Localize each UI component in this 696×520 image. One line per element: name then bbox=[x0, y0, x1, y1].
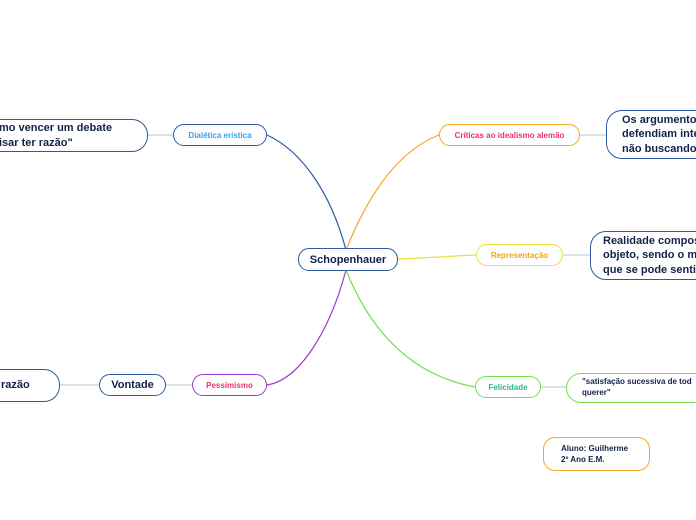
subtopic-felicidade-line2: querer" bbox=[582, 388, 611, 397]
subtopic-vontade[interactable]: Vontade bbox=[99, 374, 166, 396]
subtopic-dialetica-line2: isar ter razão" bbox=[0, 136, 73, 149]
subtopic-representacao-line1: Realidade compost bbox=[603, 235, 696, 248]
topic-representacao-label: Representação bbox=[490, 250, 549, 260]
topic-pessimismo[interactable]: Pessimismo bbox=[192, 374, 267, 396]
link-felicidade bbox=[345, 269, 476, 388]
subtopic-representacao-line2: objeto, sendo o mu bbox=[603, 249, 696, 262]
topic-felicidade[interactable]: Felicidade bbox=[475, 376, 541, 398]
link-representacao bbox=[397, 254, 477, 260]
subtopic-criticas-line2: defendiam inte bbox=[622, 128, 696, 141]
author-class: 2º Ano E.M. bbox=[561, 455, 605, 464]
link-criticas bbox=[345, 134, 440, 251]
subtopic-criticas-line1: Os argumentos bbox=[622, 114, 696, 127]
subtopic-vontade-label: Vontade bbox=[111, 379, 154, 391]
topic-criticas-label: Críticas ao idealismo alemão bbox=[454, 130, 565, 140]
subtopic-dialetica-line1: mo vencer um debate bbox=[0, 122, 113, 135]
subtopic-dialetica-note[interactable]: mo vencer um debate isar ter razão" bbox=[0, 119, 148, 152]
topic-representacao[interactable]: Representação bbox=[476, 244, 563, 266]
author-name: Aluno: Guilherme bbox=[561, 443, 629, 453]
subtopic-criticas-line3: não buscando c bbox=[622, 142, 696, 155]
subtopic-criticas-note[interactable]: Os argumentos defendiam inte não buscand… bbox=[606, 110, 696, 159]
topic-pessimismo-label: Pessimismo bbox=[206, 380, 253, 390]
topic-dialetica-label: Dialética erística bbox=[188, 130, 252, 140]
subtopic-representacao-line3: que se pode sentir bbox=[603, 263, 696, 276]
topic-dialetica-eristica[interactable]: Dialética erística bbox=[173, 124, 267, 146]
link-pessimismo bbox=[266, 269, 347, 386]
author-note[interactable]: Aluno: Guilherme 2º Ano E.M. bbox=[543, 437, 650, 471]
subtopic-vontade-note[interactable]: razão bbox=[0, 369, 60, 402]
topic-criticas-idealismo[interactable]: Críticas ao idealismo alemão bbox=[439, 124, 580, 146]
subtopic-felicidade-line1: "satisfação sucessiva de tod bbox=[582, 377, 692, 387]
subtopic-representacao-note[interactable]: Realidade compost objeto, sendo o mu que… bbox=[590, 231, 696, 280]
subtopic-vontade-note-label: razão bbox=[1, 379, 30, 392]
subtopic-felicidade-note[interactable]: "satisfação sucessiva de tod querer" bbox=[566, 373, 696, 403]
topic-felicidade-label: Felicidade bbox=[488, 382, 528, 392]
central-topic-label: Schopenhauer bbox=[309, 253, 387, 266]
central-topic[interactable]: Schopenhauer bbox=[298, 248, 398, 271]
link-dialetica bbox=[266, 134, 347, 251]
